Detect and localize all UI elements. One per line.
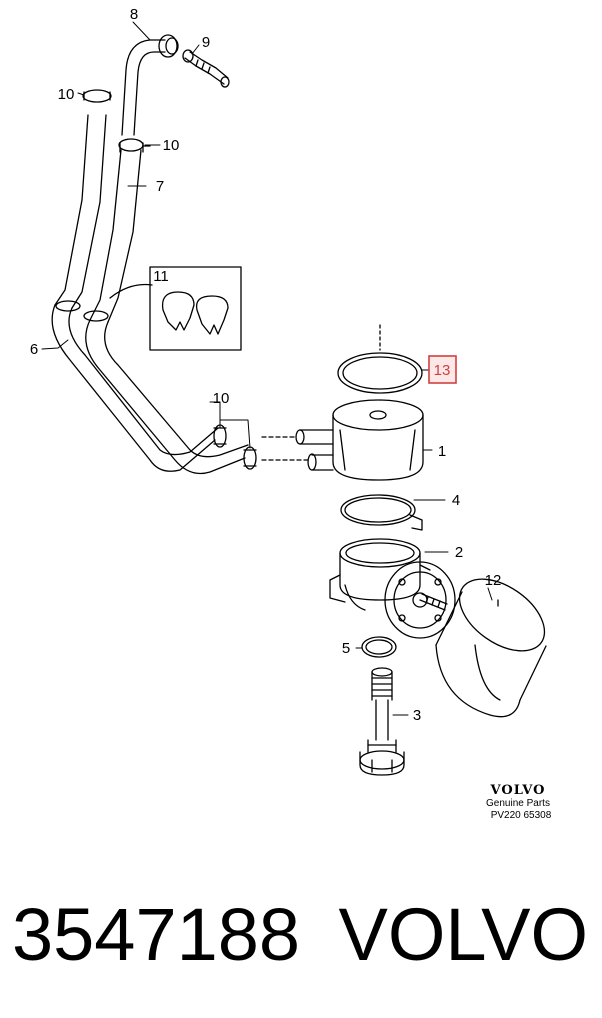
hollow-bolt-part-3 bbox=[359, 667, 405, 776]
leader-lines bbox=[41, 21, 493, 716]
callout-labels: 8 9 10 10 7 11 6 13 10 1 4 2 12 5 3 bbox=[30, 6, 502, 724]
oil-cooler-part-1 bbox=[261, 399, 424, 481]
pipe-bend-part-8 bbox=[121, 34, 179, 136]
callout-5: 5 bbox=[342, 640, 350, 657]
hose-clamp-upper-left bbox=[82, 89, 112, 103]
gasket-part-4 bbox=[340, 494, 423, 531]
callout-7: 7 bbox=[156, 178, 164, 195]
callout-10-upper-left: 10 bbox=[58, 86, 75, 103]
parts-diagram: 8 9 10 10 7 11 6 13 10 1 4 2 12 5 3 VOLV… bbox=[30, 6, 552, 821]
callout-12: 12 bbox=[485, 572, 502, 589]
callout-10-lower: 10 bbox=[213, 390, 230, 407]
highlight-box-13 bbox=[428, 355, 457, 384]
brand-logo-volvo: VOLVO bbox=[490, 783, 546, 798]
callout-8: 8 bbox=[130, 6, 138, 23]
o-ring-part-5 bbox=[361, 636, 397, 658]
inset-clip-part-11 bbox=[109, 266, 242, 351]
nipple-part-9 bbox=[182, 49, 230, 88]
filter-housing-part-2 bbox=[329, 538, 431, 611]
hose-part-7 bbox=[89, 149, 142, 323]
filter-flange bbox=[384, 561, 456, 639]
callout-4: 4 bbox=[452, 492, 460, 509]
brand-catalog-number: PV220 65308 bbox=[491, 810, 552, 821]
hose-clamp-upper-right bbox=[118, 138, 151, 153]
callout-2: 2 bbox=[455, 544, 463, 561]
o-ring-part-13 bbox=[337, 324, 423, 394]
brand-genuine-parts: Genuine Parts bbox=[486, 798, 550, 809]
brand-block: VOLVO Genuine Parts PV220 65308 bbox=[486, 783, 552, 821]
callout-1: 1 bbox=[438, 443, 446, 460]
hose-part-6 bbox=[51, 114, 249, 475]
part-number: 3547188 bbox=[12, 893, 301, 976]
brand-name: VOLVO bbox=[338, 893, 589, 976]
oil-filter-part-12 bbox=[435, 578, 547, 718]
footer: 3547188 VOLVO bbox=[0, 885, 602, 995]
callout-6: 6 bbox=[30, 341, 38, 358]
callout-10-upper-right: 10 bbox=[163, 137, 180, 154]
callout-9: 9 bbox=[202, 34, 210, 51]
callout-11: 11 bbox=[153, 268, 169, 285]
callout-13: 13 bbox=[434, 362, 451, 379]
callout-3: 3 bbox=[413, 707, 421, 724]
